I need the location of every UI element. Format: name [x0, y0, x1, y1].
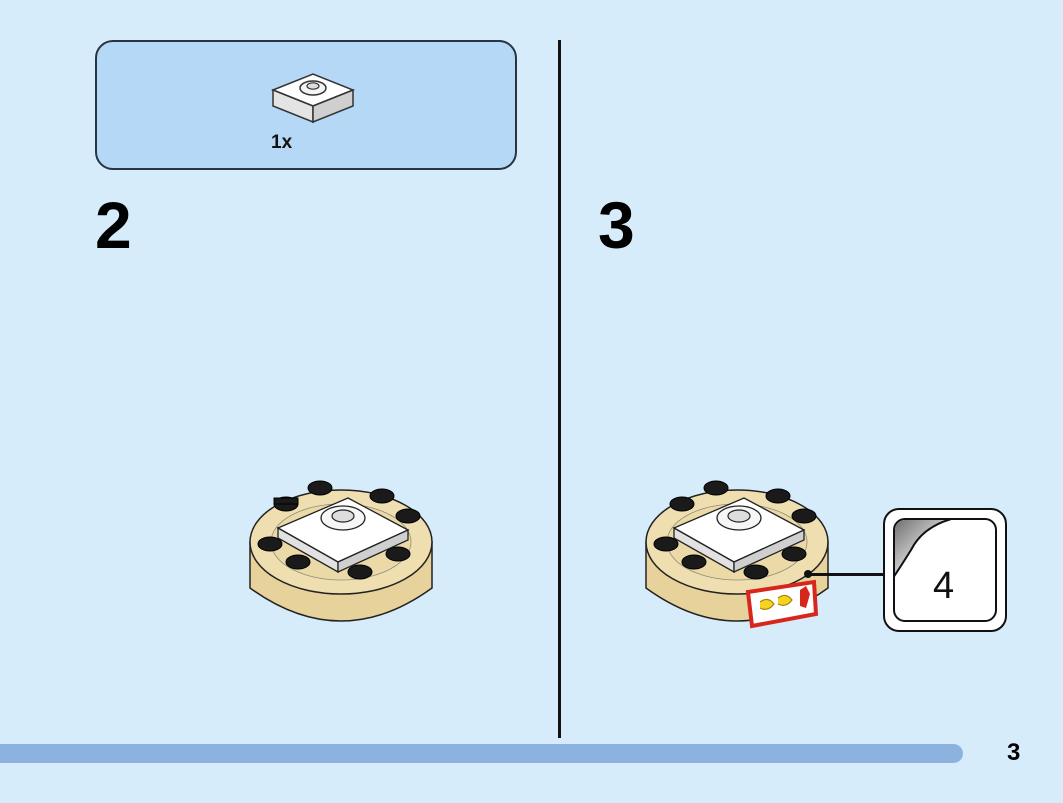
step-divider [558, 40, 561, 738]
step-number-3: 3 [598, 188, 635, 262]
white-2x2-jumper-plate-icon [270, 73, 355, 124]
sticker-callout: 4 [883, 508, 1007, 632]
page-progress-bar [0, 744, 963, 763]
tan-round-brick-with-plate-icon [249, 480, 433, 622]
sticker-peel-icon [893, 518, 997, 622]
page-number: 3 [1007, 739, 1021, 766]
parts-list-box: 1x [95, 40, 517, 170]
part-quantity: 1x [271, 132, 293, 153]
sticker-number: 4 [933, 565, 955, 607]
callout-leader-line [808, 573, 885, 576]
tan-round-brick-with-sticker-icon [645, 480, 829, 629]
step-number-2: 2 [95, 188, 132, 262]
